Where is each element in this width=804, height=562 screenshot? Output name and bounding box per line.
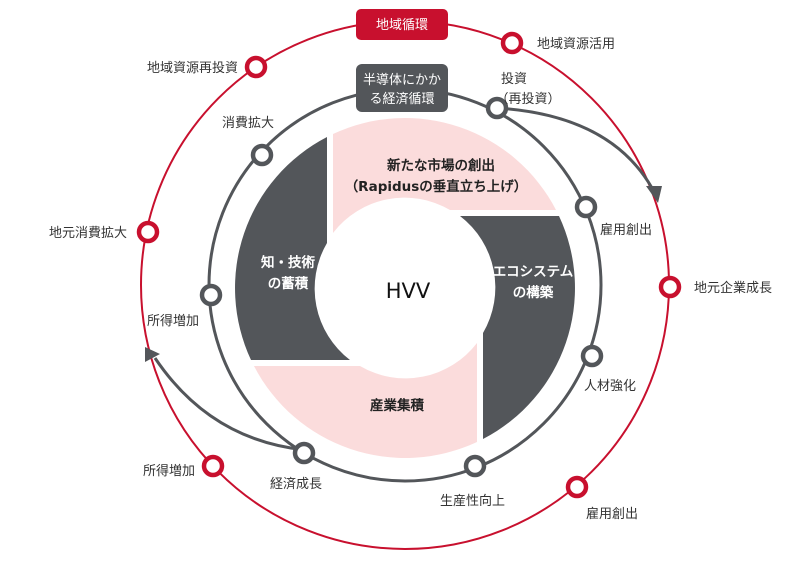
core-top-1: 新たな市場の創出 [387, 157, 495, 174]
semiconductor-cycle-badge [356, 64, 448, 112]
semiconductor-cycle-title-1: 半導体にかか [363, 73, 441, 88]
connector-investment-to-outer [496, 106, 654, 189]
inner-node-productivity [463, 454, 487, 478]
core-bottom: 産業集積 [370, 397, 424, 414]
regional-cycle-title: 地域循環 [376, 18, 428, 33]
outer-node-reinvestment [244, 55, 268, 79]
label-growth: 経済成長 [270, 476, 322, 492]
core-right-2: の構築 [513, 284, 554, 301]
outer-node-local-business [658, 275, 682, 299]
outer-node-local-consumption [136, 220, 160, 244]
label-local-consumption: 地元消費拡大 [49, 226, 127, 241]
label-investment-2: （再投資） [495, 91, 560, 107]
segment-new-market [333, 118, 556, 233]
inner-node-growth [292, 441, 316, 465]
regional-cycle-badge [356, 9, 448, 40]
label-inner-employment: 雇用創出 [600, 222, 652, 238]
outer-node-resource-use [500, 31, 524, 55]
core-left-1: 知・技術 [261, 254, 315, 271]
segment-ecosystem [460, 216, 575, 439]
label-resource-use: 地域資源活用 [537, 37, 615, 52]
segment-industry-cluster [254, 343, 477, 458]
segment-knowledge [235, 137, 350, 360]
outer-node-employment [565, 475, 589, 499]
inner-node-income [199, 283, 223, 307]
label-consumption: 消費拡大 [222, 116, 274, 131]
label-outer-income: 所得増加 [143, 463, 195, 479]
core-right-1: エコシステム [493, 264, 574, 280]
arrow-up-icon [145, 347, 160, 362]
label-outer-employment: 雇用創出 [586, 506, 638, 522]
label-productivity: 生産性向上 [440, 493, 505, 509]
core-left-2: の蓄積 [268, 275, 309, 292]
outer-node-income [201, 454, 225, 478]
core-top-2: （Rapidusの垂直立ち上げ） [345, 178, 528, 195]
connector-growth-to-outer [153, 357, 306, 452]
label-investment-1: 投資 [501, 71, 527, 87]
core-pinwheel [235, 118, 575, 458]
core-center-hvv: HVV [386, 279, 431, 303]
semiconductor-cycle-title-2: る経済循環 [369, 91, 434, 107]
arrow-down-icon [646, 186, 662, 203]
inner-node-employment [574, 195, 598, 219]
label-inner-income: 所得増加 [147, 313, 199, 329]
label-talent: 人材強化 [584, 379, 636, 394]
label-reinvestment: 地域資源再投資 [147, 60, 238, 76]
inner-node-talent [580, 344, 604, 368]
inner-node-consumption [250, 143, 274, 167]
inner-node-investment [485, 96, 509, 120]
label-local-business: 地元企業成長 [694, 280, 772, 296]
